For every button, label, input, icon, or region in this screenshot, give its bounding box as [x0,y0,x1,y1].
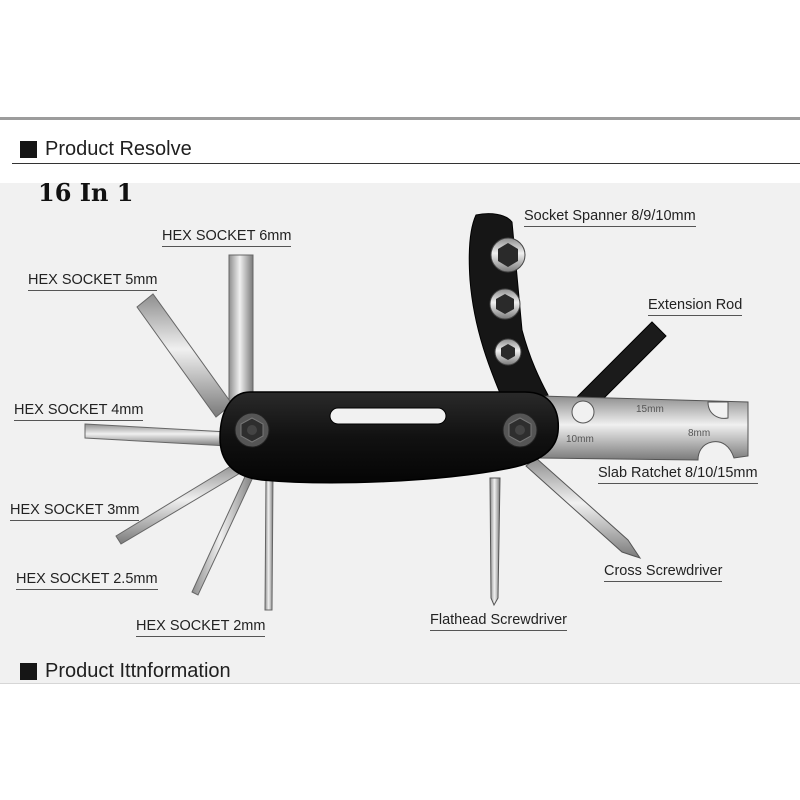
body-slot [329,407,447,425]
socket-10mm [490,237,526,273]
hex-key-5mm [136,293,233,418]
product-resolve-header: Product Resolve [20,138,192,161]
product-resolve-title: Product Resolve [45,138,192,160]
callout-extension-rod: Extension Rod [648,297,743,316]
callout-hex-2.5mm: HEX SOCKET 2.5mm [16,571,158,590]
callout-slab-ratchet: Slab Ratchet 8/10/15mm [598,465,758,484]
socket-9mm [489,288,521,320]
callout-cross-screwdriver: Cross Screwdriver [604,563,723,582]
product-information-header: Product Ittnformation [20,660,231,683]
left-bolt-icon [234,412,270,448]
callout-hex-4mm: HEX SOCKET 4mm [14,402,144,421]
hex-key-2mm [264,473,274,611]
product-information-title: Product Ittnformation [45,660,231,682]
callout-hex-2mm: HEX SOCKET 2mm [136,618,266,637]
callout-hex-6mm: HEX SOCKET 6mm [162,228,292,247]
right-bolt-icon [502,412,538,448]
ratchet-mark-8mm: 8mm [688,428,710,439]
ratchet-mark-10mm: 10mm [566,434,594,445]
socket-8mm [494,338,522,366]
bottom-divider [0,683,800,684]
slab-ratchet: 15mm 10mm 8mm [539,395,749,461]
square-bullet-icon [20,141,37,158]
square-bullet-icon [20,663,37,680]
header-underline [12,163,800,164]
flathead-screwdriver-bit [489,477,501,607]
callout-hex-3mm: HEX SOCKET 3mm [10,502,140,521]
top-divider [0,117,800,120]
callout-hex-5mm: HEX SOCKET 5mm [28,272,158,291]
tool-body [219,391,560,484]
hex-key-4mm [84,423,229,447]
socket-spanner [468,213,549,406]
callout-flathead-screwdriver: Flathead Screwdriver [430,612,567,631]
ratchet-mark-15mm: 15mm [636,404,664,415]
callout-socket-spanner: Socket Spanner 8/9/10mm [524,208,696,227]
product-count-title: 16 In 1 [38,178,134,207]
hex-key-6mm [228,254,254,406]
